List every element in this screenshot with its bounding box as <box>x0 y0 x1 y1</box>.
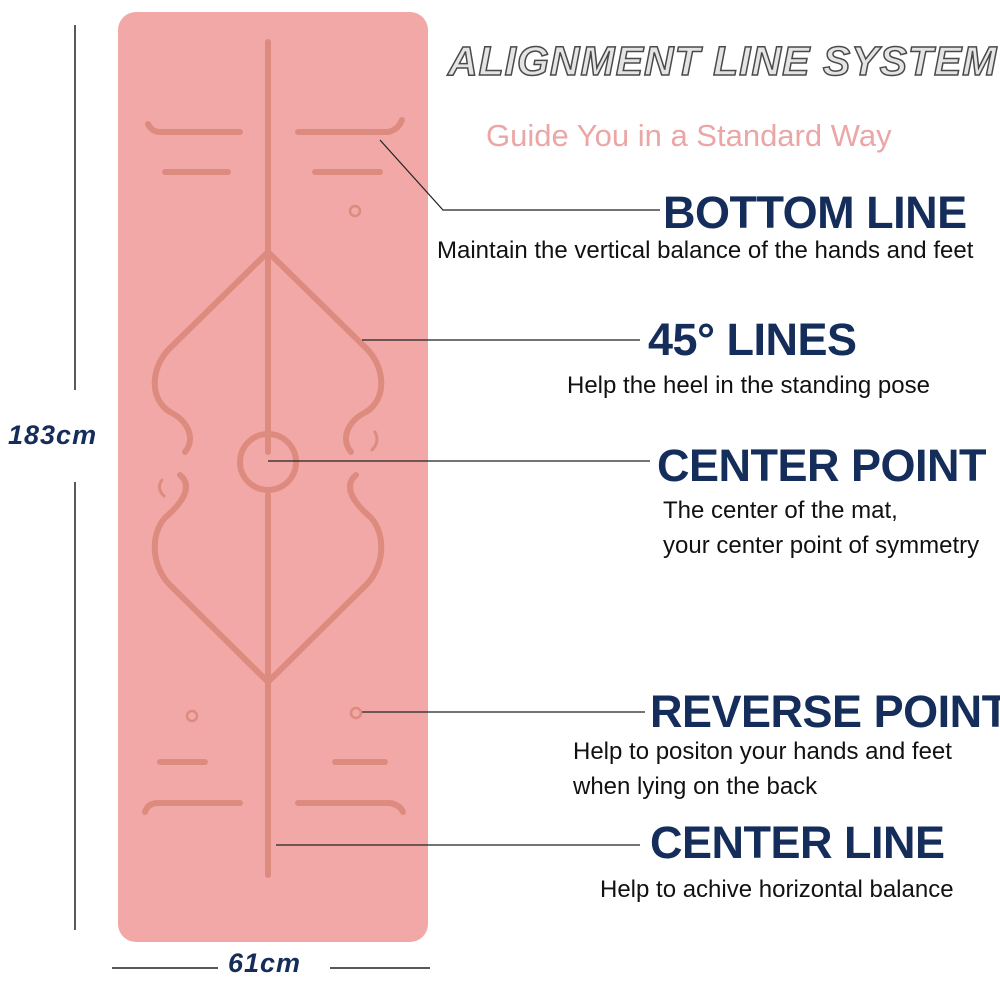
page-subtitle: Guide You in a Standard Way <box>486 118 892 153</box>
yoga-mat <box>118 12 428 942</box>
45-line-upper-left <box>151 249 271 455</box>
curl-arrow-left <box>157 478 166 498</box>
width-label: 61cm <box>228 948 302 978</box>
center-point-circle <box>237 431 299 493</box>
alignment-grooves <box>142 39 406 878</box>
45-line-lower-right <box>265 472 385 685</box>
bottom-line-bottom-right <box>295 800 406 815</box>
reverse-point-description-line2: when lying on the back <box>573 773 818 800</box>
reverse-points <box>185 204 363 723</box>
curl-arrow-right <box>370 430 379 452</box>
center-point-description-line1: The center of the mat, <box>663 497 898 524</box>
45-line-upper-right <box>265 249 385 455</box>
bottom-line-top-left <box>145 121 243 135</box>
leader-lines <box>268 139 660 846</box>
page-title: ALIGNMENT LINE SYSTEM <box>447 37 998 85</box>
45-lines-heading: 45° LINES <box>648 314 857 365</box>
reverse-point-heading: REVERSE POINT <box>650 686 1000 737</box>
45-lines-description: Help the heel in the standing pose <box>567 372 930 399</box>
bottom-line-heading: BOTTOM LINE <box>663 187 967 238</box>
bottom-line-bottom-left <box>142 800 243 815</box>
center-point-description-line2: your center point of symmetry <box>663 532 980 559</box>
45-line-lower-left <box>151 472 271 685</box>
center-point-heading: CENTER POINT <box>657 440 987 491</box>
reverse-point-top <box>348 204 362 218</box>
leader-bottom-line <box>379 139 660 211</box>
length-label: 183cm <box>8 420 98 450</box>
reverse-point-description-line1: Help to positon your hands and feet <box>573 738 952 765</box>
center-line-description: Help to achive horizontal balance <box>600 876 954 903</box>
bottom-line-top-right <box>295 117 405 135</box>
reverse-point-bottom-left <box>185 709 199 723</box>
bottom-line-description: Maintain the vertical balance of the han… <box>437 237 974 264</box>
center-line-heading: CENTER LINE <box>650 817 945 868</box>
reverse-point-bottom-right <box>349 706 363 720</box>
